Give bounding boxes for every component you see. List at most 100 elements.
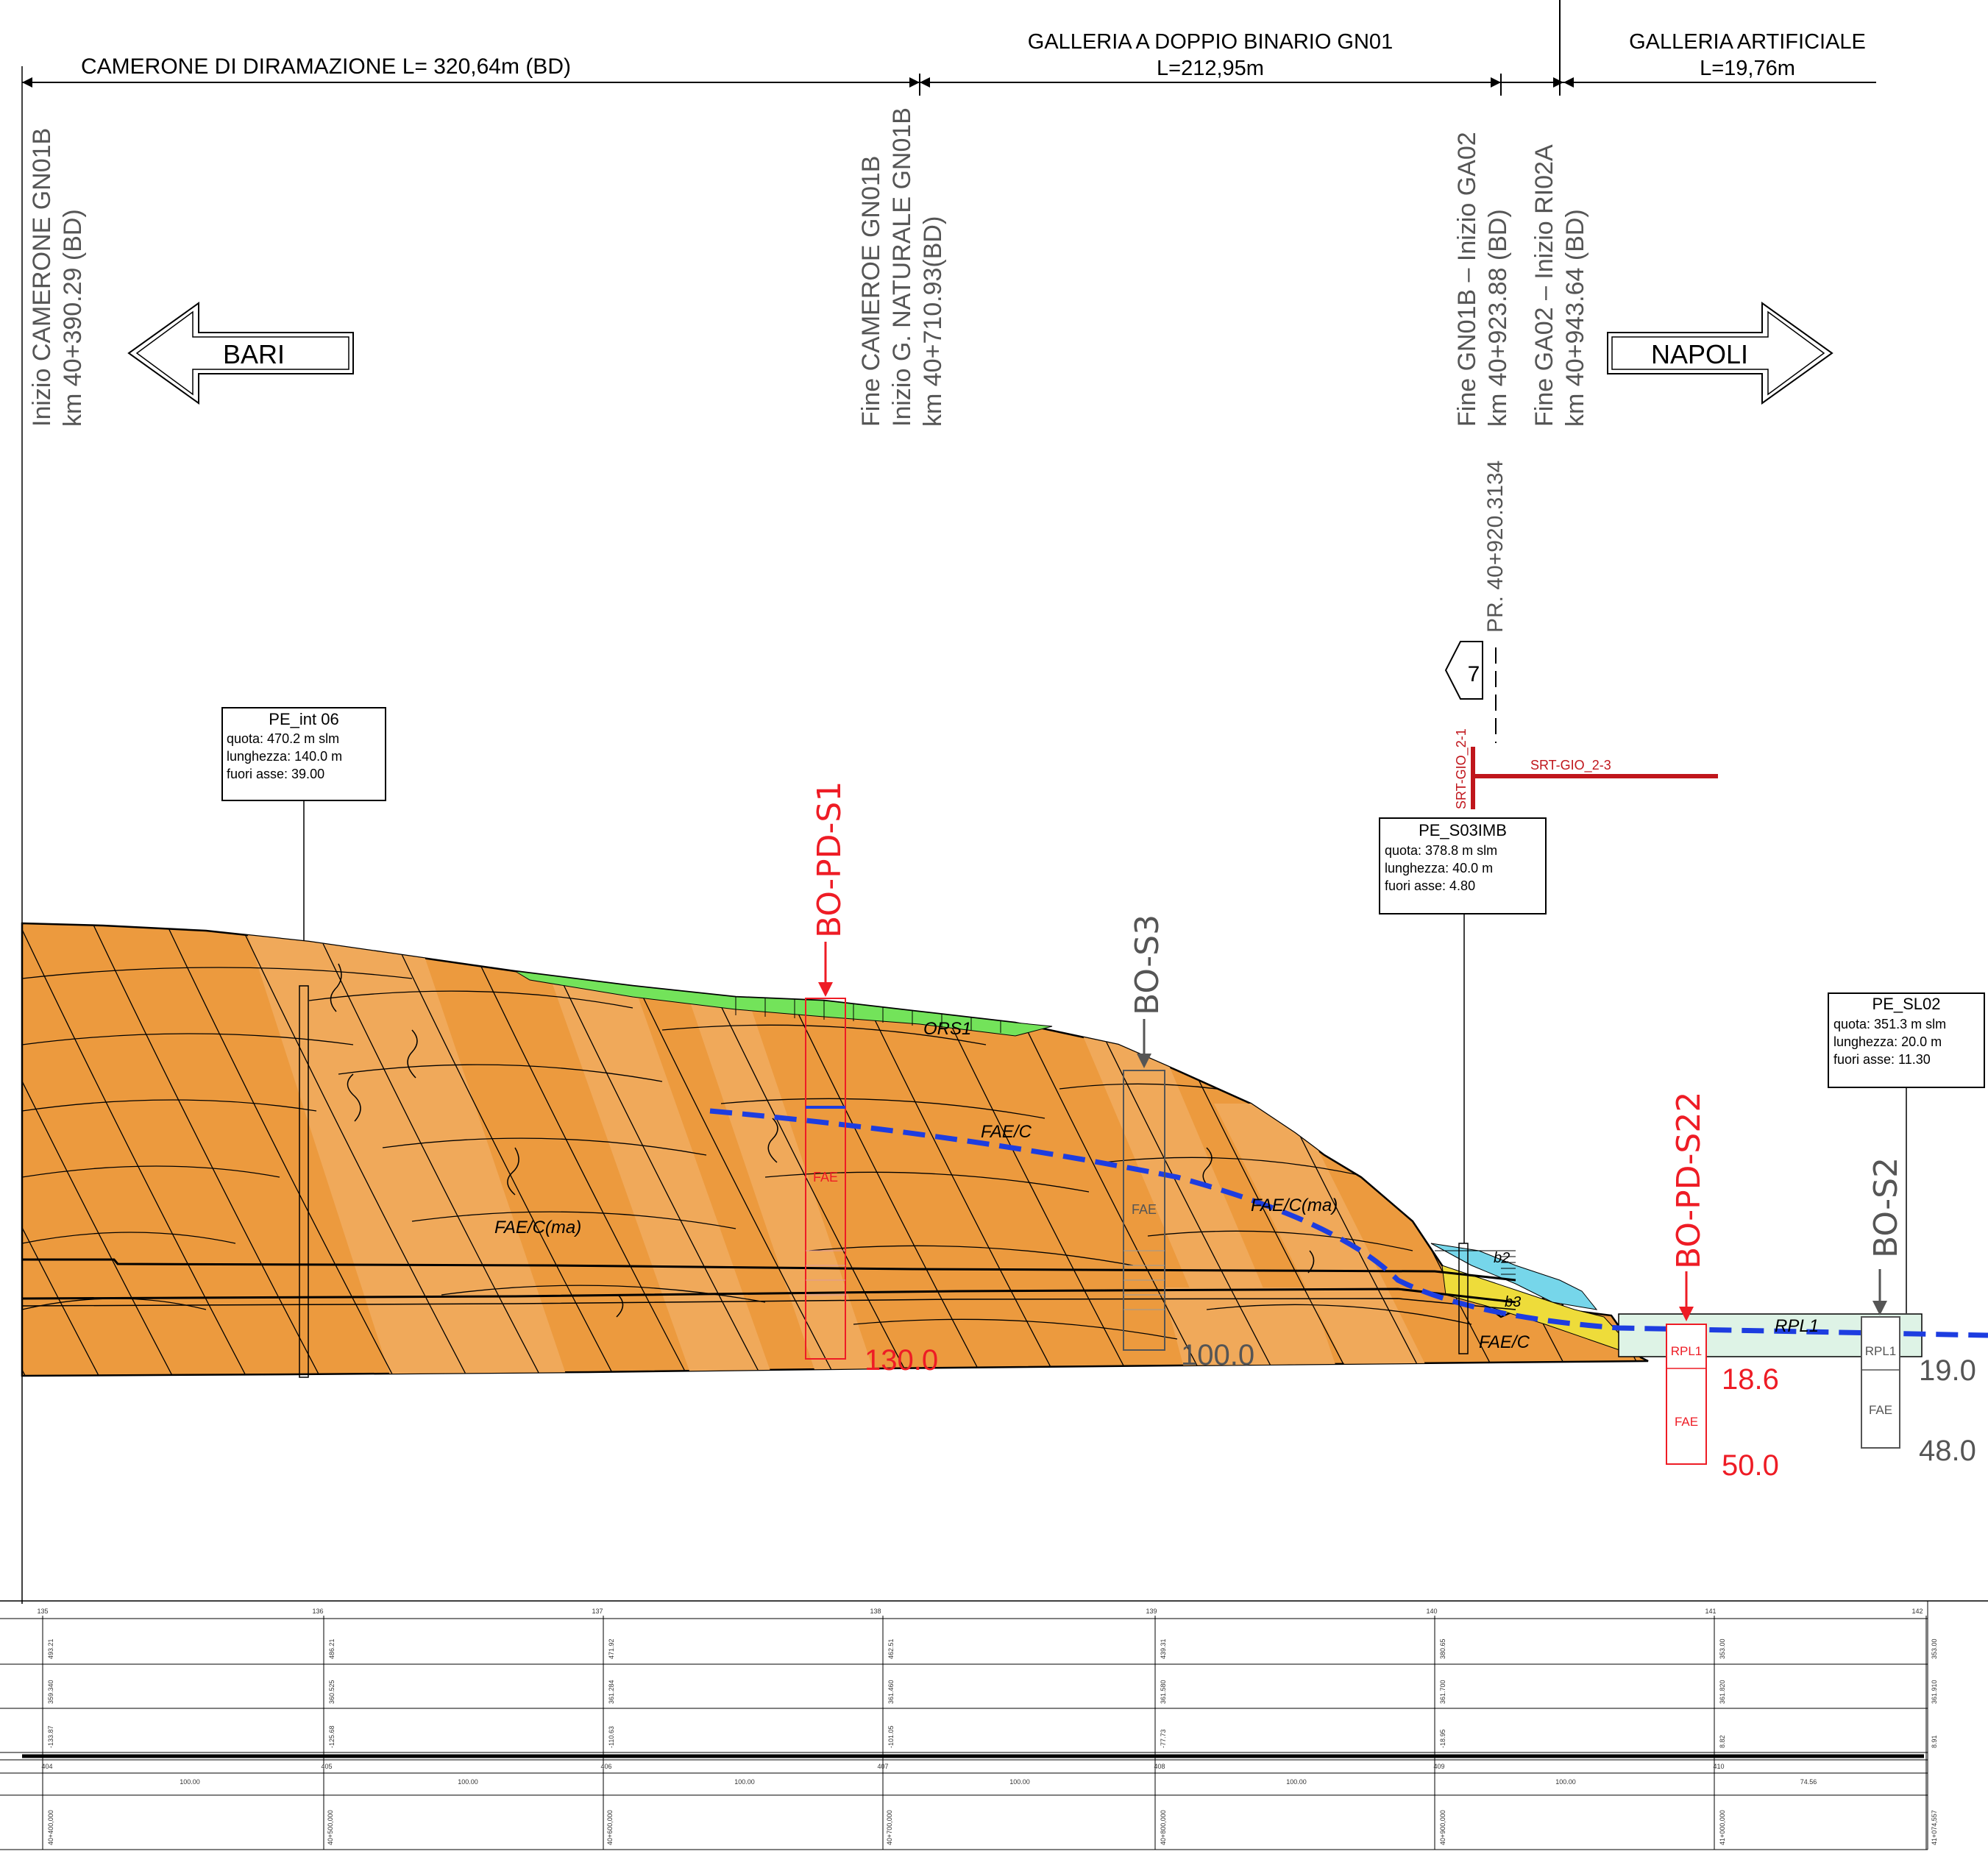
svg-text:km 40+923.88 (BD): km 40+923.88 (BD) — [1484, 209, 1512, 427]
svg-text:RPL1: RPL1 — [1671, 1344, 1703, 1358]
section-title-galleria-artificiale: GALLERIA ARTIFICIALE — [1629, 30, 1866, 54]
borehole-pe-int-06-shaft — [299, 985, 309, 1378]
svg-text:380.65: 380.65 — [1439, 1638, 1446, 1659]
svg-text:quota: 378.8 m slm: quota: 378.8 m slm — [1385, 843, 1497, 858]
water-table-line — [709, 1108, 1988, 1338]
svg-text:130.0: 130.0 — [865, 1344, 938, 1377]
svg-text:fuori asse: 11.30: fuori asse: 11.30 — [1833, 1052, 1931, 1067]
svg-text:361.820: 361.820 — [1719, 1680, 1726, 1704]
svg-text:PR. 40+920.3134: PR. 40+920.3134 — [1483, 461, 1508, 633]
borehole-pe-s03imb-shaft — [1435, 1243, 1516, 1354]
svg-text:361.700: 361.700 — [1439, 1680, 1446, 1704]
svg-text:100.00: 100.00 — [1555, 1778, 1576, 1786]
svg-text:km 40+943.64 (BD): km 40+943.64 (BD) — [1561, 209, 1589, 427]
svg-text:100.00: 100.00 — [734, 1778, 755, 1786]
cross-section-marker-7: 7 — [1444, 641, 1497, 743]
svg-text:410: 410 — [1713, 1763, 1724, 1770]
borehole-bo-s2-label: BO-S2 — [1867, 1157, 1905, 1258]
svg-text:-18.95: -18.95 — [1439, 1729, 1446, 1748]
section-length-galleria-artificiale: L=19,76m — [1700, 57, 1795, 80]
svg-text:7: 7 — [1468, 662, 1480, 686]
unit-label-rpl1: RPL1 — [1775, 1316, 1819, 1336]
borehole-bo-pd-s1-label: BO-PD-S1 — [811, 781, 848, 938]
svg-text:fuori asse: 4.80: fuori asse: 4.80 — [1385, 878, 1475, 893]
svg-text:-133.87: -133.87 — [47, 1725, 54, 1748]
section-title-camerone: CAMERONE DI DIRAMAZIONE L= 320,64m (BD) — [81, 54, 571, 79]
svg-text:-110.63: -110.63 — [608, 1726, 615, 1748]
srt-label-horizontal: SRT-GIO_2-3 — [1530, 758, 1611, 773]
table-row-terrain-elevation: 493.21 486.21 471.92 462.51 439.31 380.6… — [47, 1638, 1938, 1659]
svg-text:40+400,000: 40+400,000 — [47, 1810, 54, 1845]
svg-text:405: 405 — [321, 1763, 332, 1770]
unit-label-fae-c-ma-left: FAE/C(ma) — [494, 1218, 581, 1237]
svg-text:439.31: 439.31 — [1160, 1638, 1167, 1659]
svg-text:361.910: 361.910 — [1931, 1680, 1938, 1704]
svg-text:40+800,000: 40+800,000 — [1160, 1810, 1167, 1845]
tunnel-alignment — [21, 1258, 1516, 1310]
chainage-label-ga02-end: Fine GA02 – Inizio RI02A km 40+943.64 (B… — [1530, 144, 1589, 427]
info-box-pe-s03imb: PE_S03IMB quota: 378.8 m slm lunghezza: … — [1379, 817, 1547, 1243]
srt-section-line: SRT-GIO_2-1 SRT-GIO_2-3 — [1454, 728, 1718, 809]
borehole-bo-pd-s22-label: BO-PD-S22 — [1670, 1092, 1708, 1269]
svg-text:fuori asse: 39.00: fuori asse: 39.00 — [227, 767, 324, 781]
svg-text:407: 407 — [877, 1763, 888, 1770]
svg-text:km 40+710.93(BD): km 40+710.93(BD) — [919, 216, 947, 427]
chainage-label-camerone-start: Inizio CAMERONE GN01B km 40+390.29 (BD) — [28, 128, 87, 427]
svg-text:lunghezza: 40.0 m: lunghezza: 40.0 m — [1385, 861, 1493, 876]
svg-text:50.0: 50.0 — [1722, 1449, 1779, 1482]
svg-text:FAE: FAE — [1132, 1202, 1157, 1217]
svg-text:40+500,000: 40+500,000 — [327, 1810, 334, 1845]
svg-text:PE_int 06: PE_int 06 — [269, 710, 338, 728]
borehole-bo-pd-s1: BO-PD-S1 FAE 130.0 — [805, 781, 938, 1377]
svg-text:Inizio CAMERONE GN01B: Inizio CAMERONE GN01B — [28, 128, 56, 427]
ors1-layer — [514, 970, 1053, 1037]
svg-text:PE_SL02: PE_SL02 — [1872, 995, 1941, 1013]
svg-text:408: 408 — [1154, 1763, 1165, 1770]
svg-text:PE_S03IMB: PE_S03IMB — [1419, 821, 1507, 839]
svg-text:-77.73: -77.73 — [1160, 1729, 1167, 1748]
direction-arrow-bari: BARI — [127, 302, 354, 405]
srt-label-vertical: SRT-GIO_2-1 — [1454, 728, 1469, 809]
table-station-ticks — [42, 1616, 1927, 1850]
svg-text:FAE: FAE — [1675, 1415, 1698, 1429]
svg-text:137: 137 — [592, 1608, 603, 1615]
svg-text:139: 139 — [1146, 1608, 1157, 1615]
svg-text:40+700,000: 40+700,000 — [886, 1810, 893, 1845]
borehole-bo-pd-s22: BO-PD-S22 RPL1 FAE 18.6 50.0 — [1666, 1092, 1779, 1482]
svg-text:135: 135 — [37, 1608, 48, 1615]
svg-text:404: 404 — [41, 1763, 52, 1770]
table-row-stations: 135 136 137 138 139 140 141 142 — [37, 1608, 1923, 1615]
svg-text:RPL1: RPL1 — [1865, 1344, 1897, 1358]
borehole-bo-s2: BO-S2 RPL1 FAE 19.0 48.0 — [1861, 1157, 1976, 1467]
svg-text:359.340: 359.340 — [47, 1680, 54, 1704]
svg-text:100.0: 100.0 — [1181, 1339, 1254, 1371]
svg-text:-101.05: -101.05 — [887, 1725, 895, 1748]
unit-label-b2: b2 — [1494, 1250, 1510, 1266]
direction-arrow-napoli: NAPOLI — [1607, 302, 1833, 405]
svg-text:100.00: 100.00 — [458, 1778, 478, 1786]
svg-text:100.00: 100.00 — [1286, 1778, 1307, 1786]
svg-text:lunghezza: 20.0 m: lunghezza: 20.0 m — [1833, 1034, 1942, 1049]
svg-text:141: 141 — [1705, 1608, 1716, 1615]
table-row-partial-distances: 100.00 100.00 100.00 100.00 100.00 100.0… — [180, 1778, 1817, 1786]
svg-text:lunghezza: 140.0 m: lunghezza: 140.0 m — [227, 749, 342, 764]
geological-body — [21, 922, 1923, 1377]
svg-text:FAE: FAE — [813, 1170, 838, 1184]
svg-text:100.00: 100.00 — [180, 1778, 200, 1786]
svg-text:142: 142 — [1911, 1608, 1923, 1615]
borehole-bo-s3-label: BO-S3 — [1129, 914, 1166, 1015]
svg-text:18.6: 18.6 — [1722, 1363, 1779, 1396]
svg-text:FAE: FAE — [1869, 1403, 1892, 1417]
svg-text:353.00: 353.00 — [1719, 1638, 1726, 1659]
svg-text:8.82: 8.82 — [1719, 1735, 1726, 1748]
section-length-galleria-gn01: L=212,95m — [1157, 57, 1264, 80]
table-row-difference: -133.87 -125.68 -110.63 -101.05 -77.73 -… — [47, 1725, 1938, 1748]
chainage-label-camerone-end: Fine CAMEROE GN01B Inizio G. NATURALE GN… — [857, 107, 947, 427]
svg-text:100.00: 100.00 — [1009, 1778, 1030, 1786]
svg-text:BARI: BARI — [223, 339, 285, 369]
section-title-galleria-gn01: GALLERIA A DOPPIO BINARIO GN01 — [1028, 30, 1393, 54]
svg-text:Inizio G. NATURALE GN01B: Inizio G. NATURALE GN01B — [888, 107, 916, 427]
borehole-bo-s3: BO-S3 FAE 100.0 — [1123, 914, 1254, 1371]
unit-label-fae-c: FAE/C — [981, 1122, 1032, 1142]
